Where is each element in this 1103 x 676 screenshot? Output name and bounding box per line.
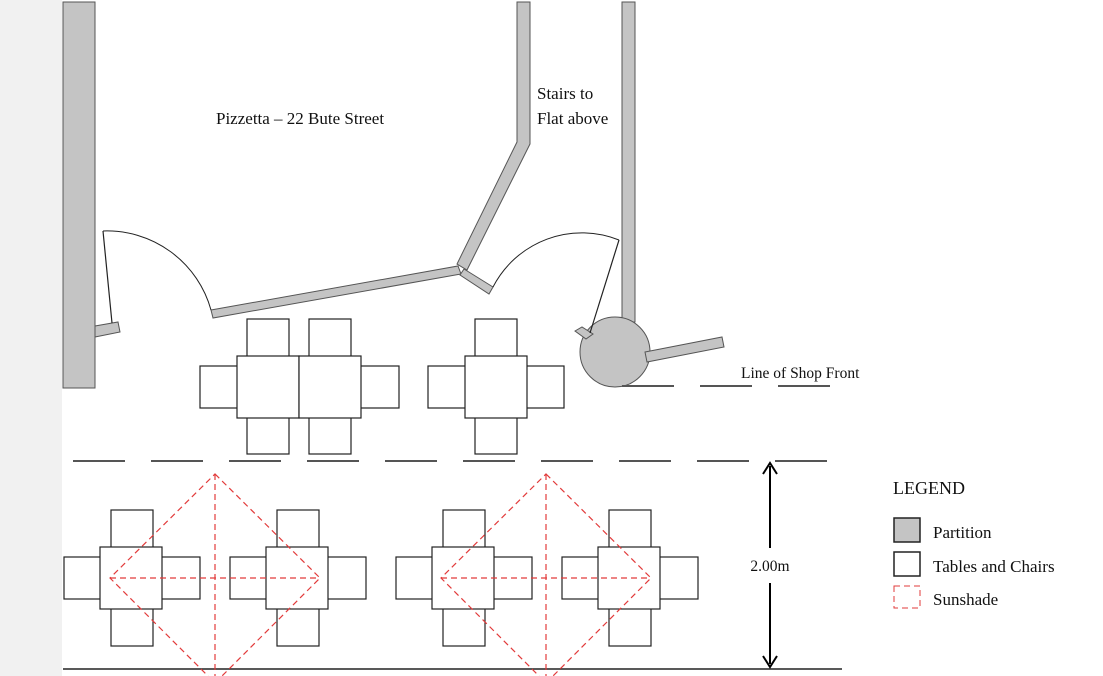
sunshade-right bbox=[440, 473, 652, 676]
sunshade-left bbox=[109, 473, 321, 676]
stair-partition-stub bbox=[459, 268, 494, 295]
chair bbox=[608, 603, 652, 647]
table bbox=[464, 355, 528, 419]
legend-label-partition: Partition bbox=[933, 523, 992, 542]
left-margin-strip bbox=[0, 0, 62, 676]
right-door-stub bbox=[574, 326, 594, 340]
table-set-inside-single bbox=[427, 318, 565, 455]
dimension-arrowhead-down bbox=[762, 655, 778, 669]
dimension-label: 2.00m bbox=[750, 558, 789, 575]
chair bbox=[521, 365, 565, 409]
doors bbox=[102, 230, 620, 334]
table bbox=[265, 546, 329, 610]
chair bbox=[246, 318, 290, 362]
chair bbox=[199, 365, 243, 409]
partitions bbox=[62, 1, 725, 389]
legend-label-sunshade: Sunshade bbox=[933, 590, 998, 609]
chair bbox=[608, 509, 652, 553]
corner-column bbox=[579, 316, 651, 388]
chair bbox=[308, 411, 352, 455]
left-door-leaf bbox=[102, 230, 113, 324]
chair bbox=[442, 509, 486, 553]
chair bbox=[356, 365, 400, 409]
right-door-leaf bbox=[589, 239, 620, 334]
chair bbox=[474, 411, 518, 455]
stairs-label-line-1: Stairs to bbox=[537, 84, 593, 103]
chair bbox=[63, 556, 107, 600]
dimension-arrow bbox=[762, 461, 778, 669]
front-partition-wall bbox=[210, 265, 462, 319]
table bbox=[298, 355, 362, 419]
chair bbox=[110, 603, 154, 647]
legend-heading: LEGEND bbox=[893, 478, 965, 498]
legend-swatch-tables-chairs bbox=[893, 551, 921, 577]
left-door-swing bbox=[102, 230, 212, 311]
shop-front-label: Line of Shop Front bbox=[741, 365, 860, 382]
left-wall-partition bbox=[62, 1, 96, 389]
legend: LEGEND Partition Tables and Chairs Sunsh… bbox=[893, 478, 1055, 609]
left-wall-stub bbox=[94, 321, 121, 338]
legend-swatch-partition bbox=[893, 517, 921, 543]
stairs-label-line-2: Flat above bbox=[537, 109, 608, 128]
dimension-arrowhead-up bbox=[762, 461, 778, 475]
legend-label-tables-chairs: Tables and Chairs bbox=[933, 557, 1055, 576]
chair bbox=[110, 509, 154, 553]
chair bbox=[474, 318, 518, 362]
sunshade-outline bbox=[440, 473, 652, 676]
sunshade-outline bbox=[109, 473, 321, 676]
chair bbox=[276, 603, 320, 647]
chair bbox=[276, 509, 320, 553]
table-set-inside-double bbox=[199, 318, 400, 455]
chair bbox=[323, 556, 367, 600]
plan-title: Pizzetta – 22 Bute Street bbox=[216, 109, 384, 128]
right-door-swing bbox=[492, 232, 620, 288]
chair bbox=[655, 556, 699, 600]
right-wall-partition bbox=[621, 1, 636, 323]
shop-front-wall-stub bbox=[644, 336, 725, 363]
chair bbox=[442, 603, 486, 647]
table-set-outside-2 bbox=[229, 509, 367, 647]
chair bbox=[308, 318, 352, 362]
stair-partition-wall bbox=[456, 1, 531, 271]
table-set-outside-4 bbox=[561, 509, 699, 647]
chair bbox=[427, 365, 471, 409]
legend-swatch-sunshade bbox=[893, 585, 921, 609]
table bbox=[236, 355, 300, 419]
table bbox=[597, 546, 661, 610]
